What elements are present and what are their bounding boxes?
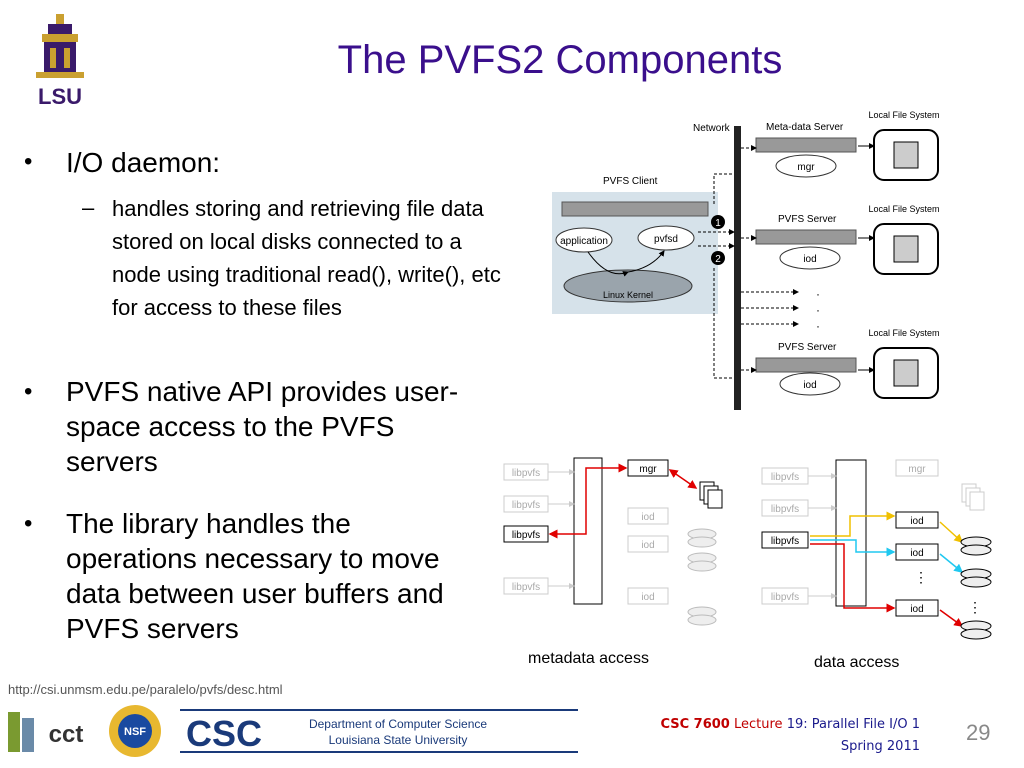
nsf-logo: NSF	[109, 705, 161, 757]
meta-server-label: Meta-data Server	[766, 122, 844, 133]
svg-text:libpvfs: libpvfs	[512, 530, 540, 541]
bullet-native-api: PVFS native API provides user-space acce…	[66, 376, 459, 477]
pvfs-server-label-1: PVFS Server	[778, 214, 837, 225]
switch-box	[573, 457, 603, 605]
course-info: CSC 7600 Lecture 19: Parallel File I/O 1…	[620, 714, 920, 758]
iod-node-2	[779, 372, 841, 396]
lsu-logo: LSU	[36, 14, 84, 109]
libpvfs-active	[503, 525, 549, 543]
bullet-dot: •	[24, 148, 33, 175]
svg-text:1: 1	[715, 218, 721, 229]
marker-1	[711, 215, 725, 229]
sub-bullet-io-daemon: handles storing and retrieving file data…	[112, 196, 501, 320]
network-label: Network	[693, 123, 731, 134]
svg-text:libpvfs: libpvfs	[771, 472, 799, 483]
libpvfs-active	[761, 531, 809, 549]
svg-text:libpvfs: libpvfs	[771, 504, 799, 515]
svg-text:iod: iod	[641, 592, 654, 603]
svg-text:·: ·	[816, 303, 820, 317]
file-stack-icon	[707, 489, 723, 509]
bullet-io-daemon: I/O daemon:	[66, 147, 221, 178]
svg-text:⋮: ⋮	[968, 599, 982, 615]
svg-text:iod: iod	[910, 516, 923, 527]
iod-box-1	[895, 511, 939, 529]
application-node	[555, 227, 613, 253]
iod-box-2	[895, 543, 939, 561]
svg-text:iod: iod	[641, 512, 654, 523]
svg-text:iod: iod	[641, 540, 654, 551]
svg-text:iod: iod	[910, 548, 923, 559]
bullet-dot: •	[24, 378, 33, 405]
data-caption: data access	[814, 654, 900, 671]
svg-text:iod: iod	[803, 380, 816, 391]
svg-text:mgr: mgr	[908, 464, 926, 475]
slide-title: The PVFS2 Components	[337, 38, 783, 82]
ellipsis-dots: ·	[816, 287, 820, 301]
file-stack-icon	[969, 491, 985, 511]
ellipsis-dots: ⋮	[914, 569, 928, 585]
switch-box	[835, 459, 867, 607]
pvfs-architecture-diagram: Network PVFS Client application pvfsd Li…	[552, 110, 940, 410]
term: Spring 2011	[840, 739, 920, 754]
bullet-library: The library handles the operations neces…	[66, 508, 444, 644]
svg-text:libpvfs: libpvfs	[512, 500, 540, 511]
mgr-box	[627, 459, 669, 477]
reference-url: http://csi.unmsm.edu.pe/paralelo/pvfs/de…	[8, 682, 283, 697]
pvfsd-node	[637, 225, 695, 251]
svg-text:libpvfs: libpvfs	[512, 468, 540, 479]
bullet-dot: •	[24, 510, 33, 537]
client-label: PVFS Client	[603, 176, 658, 187]
local-fs-label-3: Local File System	[868, 328, 939, 338]
kernel-label: Linux Kernel	[603, 290, 653, 300]
svg-text:NSF: NSF	[124, 726, 146, 738]
svg-text:libpvfs: libpvfs	[771, 592, 799, 603]
svg-text:CSC: CSC	[186, 713, 262, 754]
iod-node-1	[779, 246, 841, 270]
mgr-node	[775, 154, 837, 178]
local-fs-label-1: Local File System	[868, 110, 939, 120]
svg-text:·: ·	[816, 319, 820, 333]
svg-text:libpvfs: libpvfs	[771, 536, 799, 547]
cct-logo: cct	[8, 712, 84, 752]
metadata-access-diagram: libpvfs libpvfs libpvfs libpvfs mgr iod …	[503, 457, 723, 626]
client-server-unit	[561, 201, 709, 217]
network-bus	[734, 126, 741, 410]
svg-text:mgr: mgr	[797, 162, 815, 173]
data-access-diagram: libpvfs libpvfs libpvfs libpvfs mgr iod …	[761, 459, 992, 640]
metadata-caption: metadata access	[528, 650, 649, 667]
marker-2	[711, 251, 725, 265]
svg-text:libpvfs: libpvfs	[512, 582, 540, 593]
application-label: application	[560, 236, 608, 247]
pvfs-server-label-2: PVFS Server	[778, 342, 837, 353]
svg-text:iod: iod	[910, 604, 923, 615]
page-number: 29	[966, 720, 991, 745]
svg-text:iod: iod	[803, 254, 816, 265]
svg-text:mgr: mgr	[639, 464, 657, 475]
svg-text:Louisiana State University: Louisiana State University	[329, 733, 468, 747]
linux-kernel-node	[563, 269, 693, 303]
lsu-logo-text: LSU	[38, 84, 82, 109]
iod-box-3	[895, 599, 939, 617]
local-fs-label-2: Local File System	[868, 204, 939, 214]
pvfsd-label: pvfsd	[654, 234, 678, 245]
svg-text:Department of Computer Science: Department of Computer Science	[309, 717, 487, 731]
csc-department-logo: CSC Department of Computer Science Louis…	[180, 709, 578, 754]
svg-text:2: 2	[715, 254, 721, 265]
svg-text:cct: cct	[49, 721, 84, 748]
sub-bullet-dash: –	[82, 195, 95, 220]
